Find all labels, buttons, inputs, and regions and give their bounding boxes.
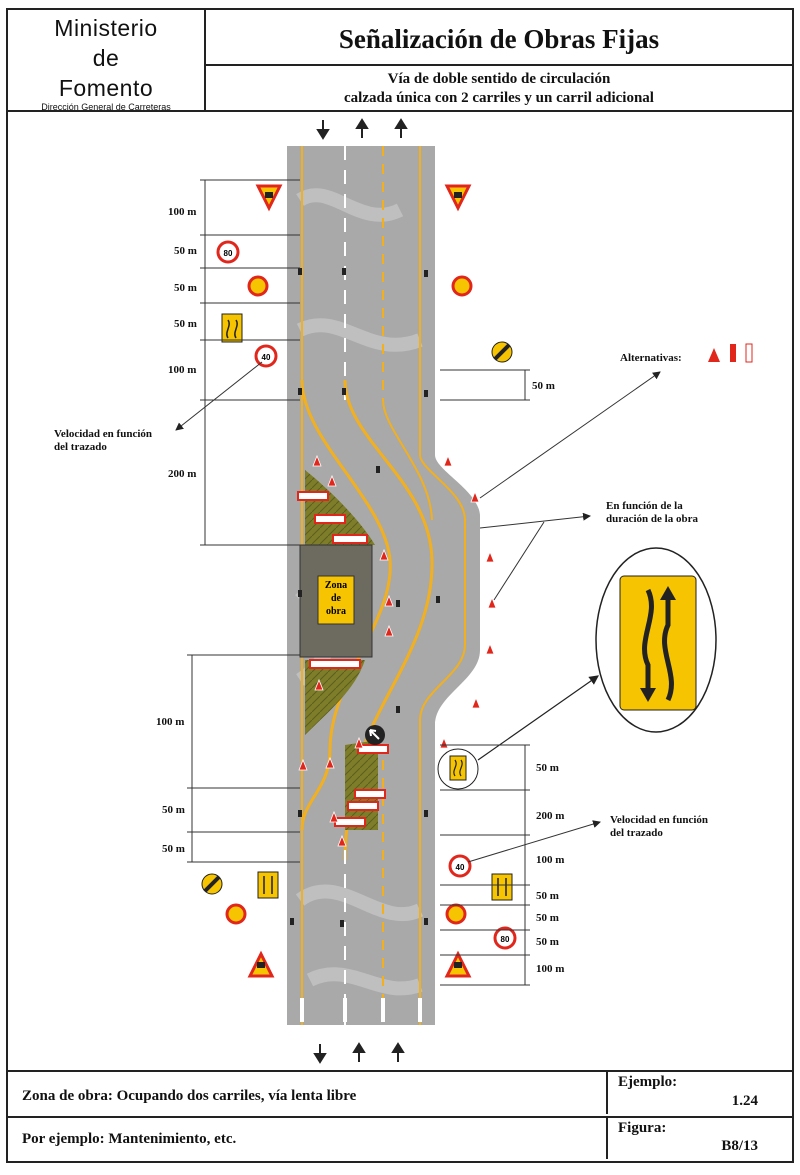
note-speed-left-line1: Velocidad en función xyxy=(54,428,153,440)
figura-label: Figura: xyxy=(618,1120,667,1136)
dim-right-7: 100 m xyxy=(536,963,565,975)
no-overtaking-sign-bottom-left xyxy=(225,903,247,925)
dim-right-top: 50 m xyxy=(532,380,555,392)
lane-deviation-sign-detail xyxy=(595,547,717,733)
duration-pointer-2 xyxy=(493,521,545,601)
cone-group xyxy=(298,454,497,847)
figura-value: B8/13 xyxy=(721,1138,758,1154)
lane-deviation-sign-bottom-right xyxy=(491,873,513,901)
left-dimension-lines xyxy=(187,179,300,863)
note-speed-right-line2: del trazado xyxy=(610,827,663,839)
roadwork-warning-sign-top-left xyxy=(255,184,283,212)
page-title: Señalización de Obras Fijas xyxy=(206,8,794,66)
subtitle-line2: calzada única con 2 carriles y un carril… xyxy=(344,90,654,106)
speed-limit-80-sign-left: 80 xyxy=(216,240,240,264)
speed-80-text: 80 xyxy=(224,249,233,258)
note-duration-line2: duración de la obra xyxy=(606,513,698,525)
bottom-direction-arrows xyxy=(313,1042,405,1064)
no-overtaking-sign-left xyxy=(247,275,269,297)
no-overtaking-sign-bottom-right xyxy=(445,903,467,925)
dim-right-6: 50 m xyxy=(536,936,559,948)
edge-line-right xyxy=(419,146,466,1025)
taper-lower xyxy=(305,660,365,735)
alternative-devices-icons xyxy=(708,343,753,363)
dim-right-1: 50 m xyxy=(536,762,559,774)
work-zone-label-1: Zona xyxy=(325,580,347,591)
lane-deviation-sign-left xyxy=(221,313,243,343)
speed-80-text-bottom: 80 xyxy=(501,935,510,944)
speed-40-text: 40 xyxy=(262,353,271,362)
note-duration: En función de la duración de la obra xyxy=(606,500,698,526)
footer-example-text: Por ejemplo: Mantenimiento, etc. xyxy=(22,1131,237,1147)
dim-left-6: 200 m xyxy=(168,468,197,480)
roadwork-warning-sign-bottom-right xyxy=(444,950,472,978)
detour-line-right xyxy=(382,399,433,521)
ministry-name-line1: Ministerio xyxy=(54,15,158,41)
footer-row-zone: Zona de obra: Ocupando dos carriles, vía… xyxy=(6,1070,794,1118)
dim-right-4: 50 m xyxy=(536,890,559,902)
roadwork-warning-sign-bottom-left xyxy=(247,950,275,978)
note-alternatives: Alternativas: xyxy=(620,352,682,364)
figura-box: Figura: B8/13 xyxy=(606,1116,798,1159)
work-zone-label-2: de xyxy=(331,593,342,604)
ministry-block: Ministerio de Fomento Dirección General … xyxy=(6,8,206,112)
footer-zone-text: Zona de obra: Ocupando dos carriles, vía… xyxy=(22,1088,357,1104)
barrier-group xyxy=(297,491,389,827)
subtitle-line1: Vía de doble sentido de circulación xyxy=(387,71,611,87)
speed-limit-80-sign-bottom-right: 80 xyxy=(493,926,517,950)
ejemplo-label: Ejemplo: xyxy=(618,1074,678,1090)
top-direction-arrows xyxy=(316,118,408,140)
speed-left-pointer xyxy=(175,361,263,431)
lane-deviation-sign-bottom-left xyxy=(257,871,279,899)
footer-row-example: Por ejemplo: Mantenimiento, etc. Figura:… xyxy=(6,1116,794,1163)
road-surface xyxy=(287,146,480,1025)
ministry-name-line3: Fomento xyxy=(58,75,154,101)
dim-left-5: 100 m xyxy=(168,364,197,376)
road-end-dashes xyxy=(300,998,422,1022)
dim-right-5: 50 m xyxy=(536,912,559,924)
note-speed-left-line2: del trazado xyxy=(54,441,107,453)
roadwork-warning-sign-top-right xyxy=(444,184,472,212)
vehicles xyxy=(290,268,440,927)
dim-left-2: 50 m xyxy=(174,245,197,257)
end-restriction-sign-top-right xyxy=(491,341,513,363)
dim-left-9: 50 m xyxy=(162,843,185,855)
note-speed-left: Velocidad en función del trazado xyxy=(54,428,152,454)
speed-limit-40-sign-bottom-right: 40 xyxy=(448,854,472,878)
detail-pointer xyxy=(477,675,599,761)
ejemplo-box: Ejemplo: 1.24 xyxy=(606,1070,798,1114)
right-dimension-lines xyxy=(440,369,530,986)
note-speed-right: Velocidad en función del trazado xyxy=(610,814,708,840)
dim-right-3: 100 m xyxy=(536,854,565,866)
work-zone-label-box xyxy=(317,575,355,625)
work-zone-label-3: obra xyxy=(326,606,346,617)
ministry-name-line2: de xyxy=(92,45,120,71)
alternatives-pointer xyxy=(479,371,661,499)
taper-upper xyxy=(305,470,375,545)
lane-deviation-sign-bottom-right-small xyxy=(437,748,479,790)
end-restriction-sign-bottom-left xyxy=(201,873,223,895)
dim-left-1: 100 m xyxy=(168,206,197,218)
speed-right-pointer xyxy=(467,820,601,863)
dim-right-2: 200 m xyxy=(536,810,565,822)
speed-40-text-bottom: 40 xyxy=(456,863,465,872)
ejemplo-value: 1.24 xyxy=(731,1093,758,1109)
detour-line-left xyxy=(300,379,392,831)
duration-pointer-1 xyxy=(479,512,591,529)
no-overtaking-sign-right xyxy=(451,275,473,297)
note-speed-right-line1: Velocidad en función xyxy=(610,814,709,826)
dim-left-3: 50 m xyxy=(174,282,197,294)
dim-left-4: 50 m xyxy=(174,318,197,330)
dim-left-8: 50 m xyxy=(162,804,185,816)
ministry-subtitle: Dirección General de Carreteras xyxy=(41,102,171,112)
page-subtitle: Vía de doble sentido de circulación calz… xyxy=(206,66,794,112)
note-duration-line1: En función de la xyxy=(606,500,683,512)
speed-limit-40-sign-left: 40 xyxy=(254,344,278,368)
dim-left-7: 100 m xyxy=(156,716,185,728)
